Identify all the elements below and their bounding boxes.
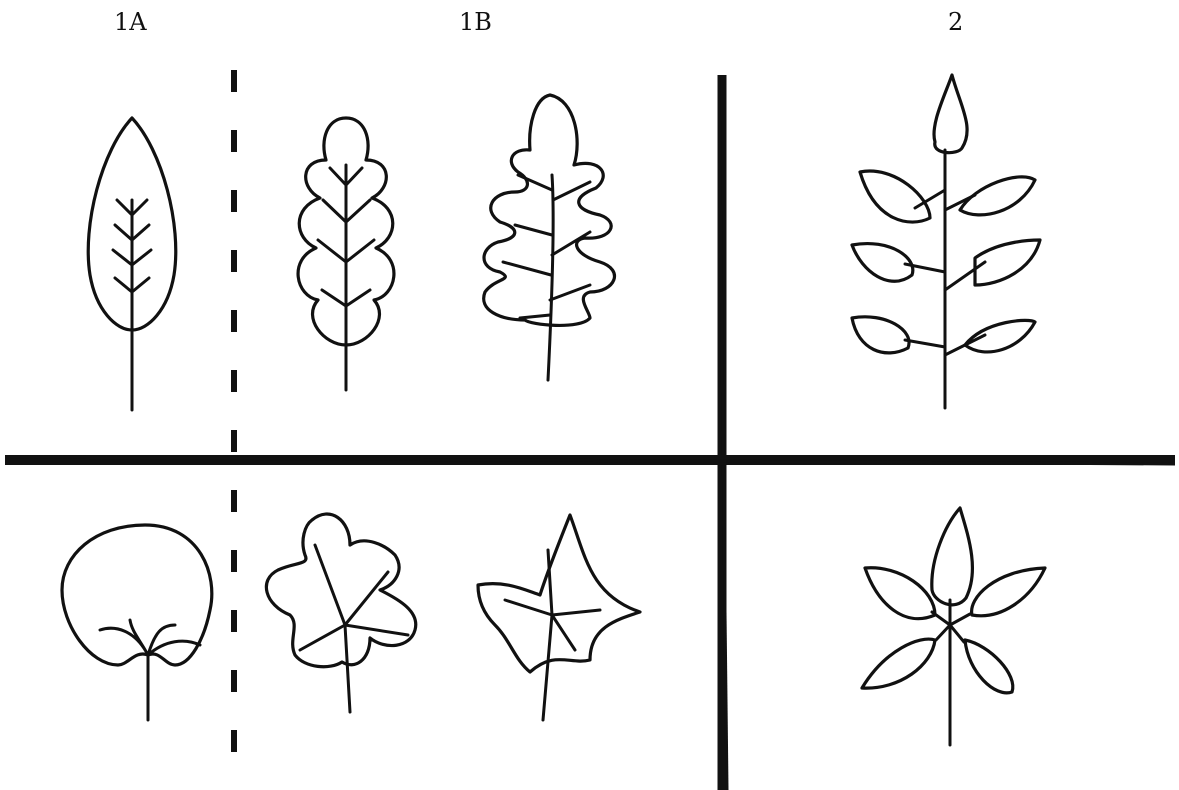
leaf-simple-ivy-lobed <box>478 515 640 720</box>
leaf-compound-palmate <box>862 508 1045 745</box>
leaf-simple-orbicular-palmate-veins <box>62 525 212 720</box>
leaf-simple-lobed-oak <box>298 118 394 390</box>
divider-vertical-main <box>719 75 727 790</box>
leaf-simple-palmately-lobed <box>266 514 415 712</box>
leaf-simple-entire-elliptical <box>88 118 176 410</box>
divider-horizontal-main <box>5 457 1175 464</box>
leaf-simple-pinnatifid-oak <box>484 95 615 380</box>
leaf-compound-pinnate <box>852 75 1040 408</box>
